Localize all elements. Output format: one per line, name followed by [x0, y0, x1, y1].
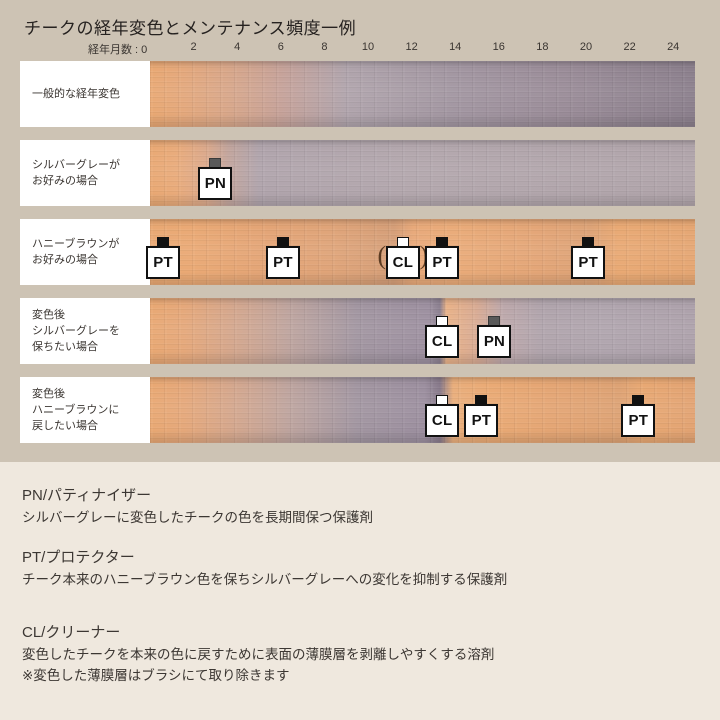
legend-heading: CL/クリーナー	[22, 624, 121, 641]
axis-tick-22: 22	[623, 41, 636, 53]
bottle-label: PT	[146, 246, 181, 279]
row-label-line: 戻したい場合	[32, 420, 98, 432]
bottle-label: CL	[425, 325, 460, 358]
bottle-marker-pt[interactable]: PT	[571, 237, 606, 279]
legend-description: チーク本来のハニーブラウン色を保ちシルバーグレーへの変化を抑制する保護剤	[22, 572, 508, 587]
row-label-line: シルバーグレーが	[32, 159, 120, 171]
row-label-prefer-silver-gray: シルバーグレーがお好みの場合	[20, 140, 150, 206]
bottle-label: CL	[425, 404, 460, 437]
row-label-line: 変色後	[32, 309, 65, 321]
bottle-label: PT	[571, 246, 606, 279]
bottle-label: PT	[621, 404, 656, 437]
row-label-natural-aging: 一般的な経年変色	[20, 61, 150, 127]
row-label-line: お好みの場合	[32, 254, 98, 266]
axis-tick-20: 20	[579, 41, 593, 53]
axis-tick-14: 14	[449, 41, 462, 53]
bottle-marker-pt[interactable]: PT	[621, 395, 656, 437]
page-title: チークの経年変色とメンテナンス頻度一例	[24, 19, 357, 38]
paren-close: )	[419, 241, 429, 270]
row-label-prefer-honey-brown: ハニーブラウンがお好みの場合	[20, 219, 150, 285]
wood-grain-texture	[150, 298, 695, 364]
axis-tick-4: 4	[234, 41, 241, 53]
chart-row-keep-silver-gray-after: 変色後シルバーグレーを保ちたい場合 CL PN	[0, 298, 720, 364]
bottle-marker-pt[interactable]: PT	[265, 237, 300, 279]
wood-board-keep-silver-gray-after	[150, 298, 695, 364]
board-shading	[150, 61, 695, 127]
legend-description: シルバーグレーに変色したチークの色を長期間保つ保護剤	[22, 510, 373, 525]
axis-tick-12: 12	[405, 41, 418, 53]
bottle-marker-cl[interactable]: CL	[385, 237, 420, 279]
bottle-marker-pt[interactable]: PT	[464, 395, 499, 437]
row-label-line: 変色後	[32, 388, 65, 400]
legend-heading: PT/プロテクター	[22, 549, 135, 566]
row-label-keep-silver-gray-after: 変色後シルバーグレーを保ちたい場合	[20, 298, 150, 364]
bottle-label: PT	[464, 404, 499, 437]
axis-tick-16: 16	[492, 41, 505, 53]
paren-open: (	[377, 241, 387, 270]
bottle-label: PT	[265, 246, 300, 279]
legend-entry-pt: PT/プロテクターチーク本来のハニーブラウン色を保ちシルバーグレーへの変化を抑制…	[22, 547, 507, 590]
board-shading	[150, 298, 695, 364]
legend-entry-cl: CL/クリーナー変色したチークを本来の色に戻すために表面の薄膜層を剥離しやすくす…	[22, 622, 494, 686]
chart-row-natural-aging: 一般的な経年変色	[0, 61, 720, 127]
legend-heading: PN/パティナイザー	[22, 487, 152, 504]
bottle-marker-cl[interactable]: CL	[425, 395, 460, 437]
legend-description: 変色したチークを本来の色に戻すために表面の薄膜層を剥離しやすくする溶剤	[22, 647, 495, 662]
axis-tick-18: 18	[536, 41, 549, 53]
chart-row-prefer-silver-gray: シルバーグレーがお好みの場合 PN	[0, 140, 720, 206]
row-label-line: 保ちたい場合	[32, 341, 98, 353]
axis-tick-6: 6	[277, 41, 284, 53]
row-label-line: お好みの場合	[32, 175, 98, 187]
axis-caption: 経年月数 : 0	[88, 44, 148, 56]
bottle-marker-pn[interactable]: PN	[477, 316, 512, 358]
axis-tick-8: 8	[321, 41, 328, 53]
wood-grain-texture	[150, 377, 695, 443]
wood-board-back-to-honey-brown	[150, 377, 695, 443]
bottle-label: PN	[198, 167, 233, 200]
row-label-line: 一般的な経年変色	[32, 88, 120, 100]
row-label-line: ハニーブラウンに	[32, 404, 120, 416]
axis-tick-10: 10	[361, 41, 375, 53]
wood-grain-texture	[150, 61, 695, 127]
bottle-label: PT	[425, 246, 460, 279]
bottle-label: PN	[477, 325, 512, 358]
legend-description: ※変色した薄膜層はブラシにて取り除きます	[22, 668, 290, 683]
bottle-marker-pn[interactable]: PN	[198, 158, 233, 200]
row-label-line: ハニーブラウンが	[32, 238, 120, 250]
row-label-line: シルバーグレーを	[32, 325, 120, 337]
legend-entry-pn: PN/パティナイザーシルバーグレーに変色したチークの色を長期間保つ保護剤	[22, 485, 373, 528]
row-label-back-to-honey-brown: 変色後ハニーブラウンに戻したい場合	[20, 377, 150, 443]
bottle-marker-pt[interactable]: PT	[425, 237, 460, 279]
legend-panel: PN/パティナイザーシルバーグレーに変色したチークの色を長期間保つ保護剤 PT/プ…	[0, 462, 720, 720]
axis-tick-2: 2	[190, 41, 197, 53]
bottle-marker-pt[interactable]: PT	[146, 237, 181, 279]
bottle-marker-cl[interactable]: CL	[425, 316, 460, 358]
board-shading	[150, 377, 695, 443]
axis-tick-24: 24	[667, 41, 680, 53]
wood-board-natural-aging	[150, 61, 695, 127]
bottle-label: CL	[385, 246, 420, 279]
